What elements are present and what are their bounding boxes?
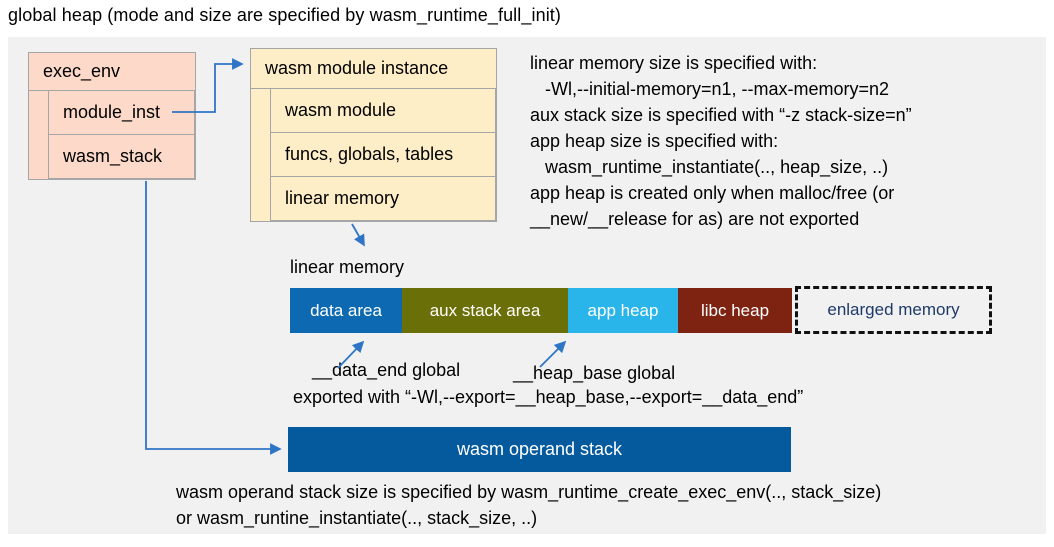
wasm-module-instance-box: wasm module instance wasm module funcs, …	[250, 48, 497, 222]
size-notes-block: linear memory size is specified with: -W…	[530, 50, 912, 232]
module-instance-field-funcs-globals-tables: funcs, globals, tables	[270, 132, 496, 177]
note-line: -Wl,--initial-memory=n1, --max-memory=n2	[530, 79, 890, 99]
note-line: app heap size is specified with:	[530, 131, 779, 151]
note-line: __new/__release for as) are not exported	[530, 209, 860, 229]
note-line: wasm operand stack size is specified by …	[176, 482, 882, 502]
heap-base-global-label: __heap_base global	[513, 363, 676, 383]
export-flags-label: exported with “-Wl,--export=__heap_base,…	[293, 387, 804, 407]
exec-env-header: exec_env	[29, 53, 195, 91]
module-instance-field-wasm-module: wasm module	[270, 88, 496, 133]
diagram-title: global heap (mode and size are specified…	[8, 5, 561, 25]
note-line: wasm_runtime_instantiate(.., heap_size, …	[530, 157, 889, 177]
exec-env-box: exec_env module_inst wasm_stack	[28, 52, 196, 180]
segment-app-heap: app heap	[568, 288, 678, 333]
segment-libc-heap: libc heap	[678, 288, 792, 333]
operand-stack-notes-block: wasm operand stack size is specified by …	[176, 479, 881, 531]
exec-env-field-module-inst: module_inst	[48, 90, 195, 135]
note-line: aux stack size is specified with “-z sta…	[530, 105, 912, 125]
segment-enlarged-memory: enlarged memory	[795, 286, 992, 334]
segment-aux-stack-area: aux stack area	[402, 288, 568, 333]
exec-env-field-wasm-stack: wasm_stack	[48, 134, 195, 179]
module-instance-field-linear-memory: linear memory	[270, 176, 496, 221]
segment-data-area: data area	[290, 288, 402, 333]
note-line: app heap is created only when malloc/fre…	[530, 183, 895, 203]
wasm-module-instance-header: wasm module instance	[251, 49, 496, 89]
wasm-operand-stack-bar: wasm operand stack	[288, 427, 791, 472]
linear-memory-label: linear memory	[290, 257, 405, 277]
note-line: or wasm_runtine_instantiate(.., stack_si…	[176, 508, 538, 528]
data-end-global-label: __data_end global	[312, 360, 461, 380]
note-line: linear memory size is specified with:	[530, 53, 818, 73]
